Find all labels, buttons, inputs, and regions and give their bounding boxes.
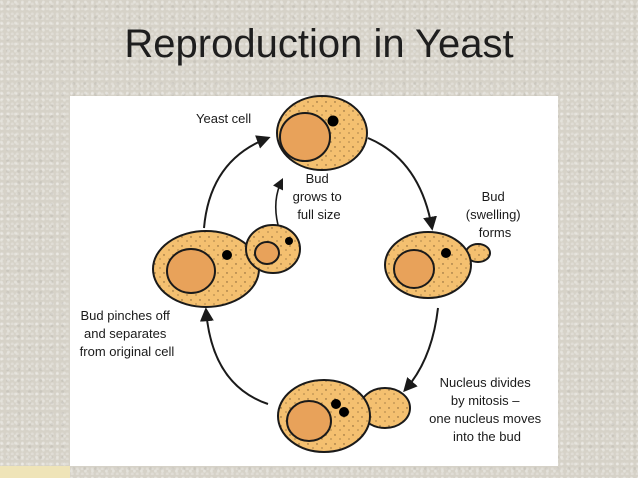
cell-bottom	[277, 379, 411, 453]
label-bud-forms: Bud (swelling) forms	[466, 189, 525, 240]
nucleus-top	[279, 112, 331, 162]
cell-right	[384, 231, 491, 299]
label-yeast-cell: Yeast cell	[196, 111, 251, 126]
arrow-left-to-top	[203, 135, 271, 229]
corner-accent	[0, 466, 70, 478]
arrow-bud-grows	[272, 177, 284, 226]
arrow-right-to-bottom	[403, 307, 439, 393]
cell-top	[276, 95, 368, 171]
label-bud-pinches: Bud pinches off and separates from origi…	[80, 308, 175, 359]
slide-title: Reproduction in Yeast	[124, 22, 514, 66]
cell-left	[152, 224, 301, 308]
vacuole-dot-top	[327, 115, 339, 127]
label-nucleus-divides: Nucleus divides by mitosis – one nucleus…	[429, 375, 545, 444]
arrow-bottom-to-left	[199, 307, 269, 405]
label-bud-grows: Bud grows to full size	[293, 171, 346, 222]
arrow-top-to-right	[367, 137, 437, 231]
